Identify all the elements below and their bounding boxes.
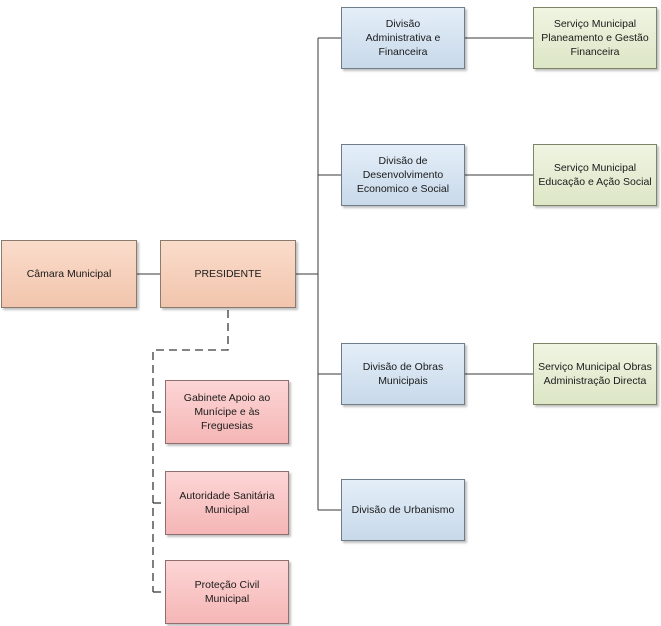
autoridade-sanitaria-box: Autoridade Sanitária Municipal bbox=[165, 471, 289, 535]
gabinete-apoio-label: Gabinete Apoio ao Munícipe e às Freguesi… bbox=[183, 392, 271, 432]
servico-planeamento-box: Serviço Municipal Planeamento e Gestão F… bbox=[533, 7, 657, 69]
servico-obras-label: Serviço Municipal Obras Administração Di… bbox=[538, 361, 652, 387]
divisao-obras-label: Divisão de Obras Municipais bbox=[362, 361, 444, 387]
divisao-desenvolvimento-label: Divisão de Desenvolvimento Economico e S… bbox=[356, 155, 450, 195]
protecao-civil-label: Proteção Civil Municipal bbox=[194, 579, 260, 605]
servico-planeamento-label: Serviço Municipal Planeamento e Gestão F… bbox=[541, 18, 649, 58]
divisao-urbanismo-label: Divisão de Urbanismo bbox=[351, 504, 455, 516]
divisao-urbanismo-box: Divisão de Urbanismo bbox=[341, 479, 465, 541]
divisao-desenvolvimento-box: Divisão de Desenvolvimento Economico e S… bbox=[341, 144, 465, 206]
servico-educacao-box: Serviço Municipal Educação e Ação Social bbox=[533, 144, 657, 206]
servico-obras-box: Serviço Municipal Obras Administração Di… bbox=[533, 343, 657, 405]
divisao-administrativa-label: Divisão Administrativa e Financeira bbox=[365, 18, 441, 58]
presidente-box: PRESIDENTE bbox=[160, 240, 296, 308]
servico-educacao-label: Serviço Municipal Educação e Ação Social bbox=[538, 162, 652, 188]
camara-municipal-box: Câmara Municipal bbox=[1, 240, 137, 308]
gabinete-apoio-box: Gabinete Apoio ao Munícipe e às Freguesi… bbox=[165, 380, 289, 444]
divisao-administrativa-box: Divisão Administrativa e Financeira bbox=[341, 7, 465, 69]
protecao-civil-box: Proteção Civil Municipal bbox=[165, 560, 289, 624]
divisao-obras-box: Divisão de Obras Municipais bbox=[341, 343, 465, 405]
camara-municipal-label: Câmara Municipal bbox=[26, 268, 112, 280]
presidente-label: PRESIDENTE bbox=[194, 268, 262, 280]
autoridade-sanitaria-label: Autoridade Sanitária Municipal bbox=[179, 490, 275, 516]
